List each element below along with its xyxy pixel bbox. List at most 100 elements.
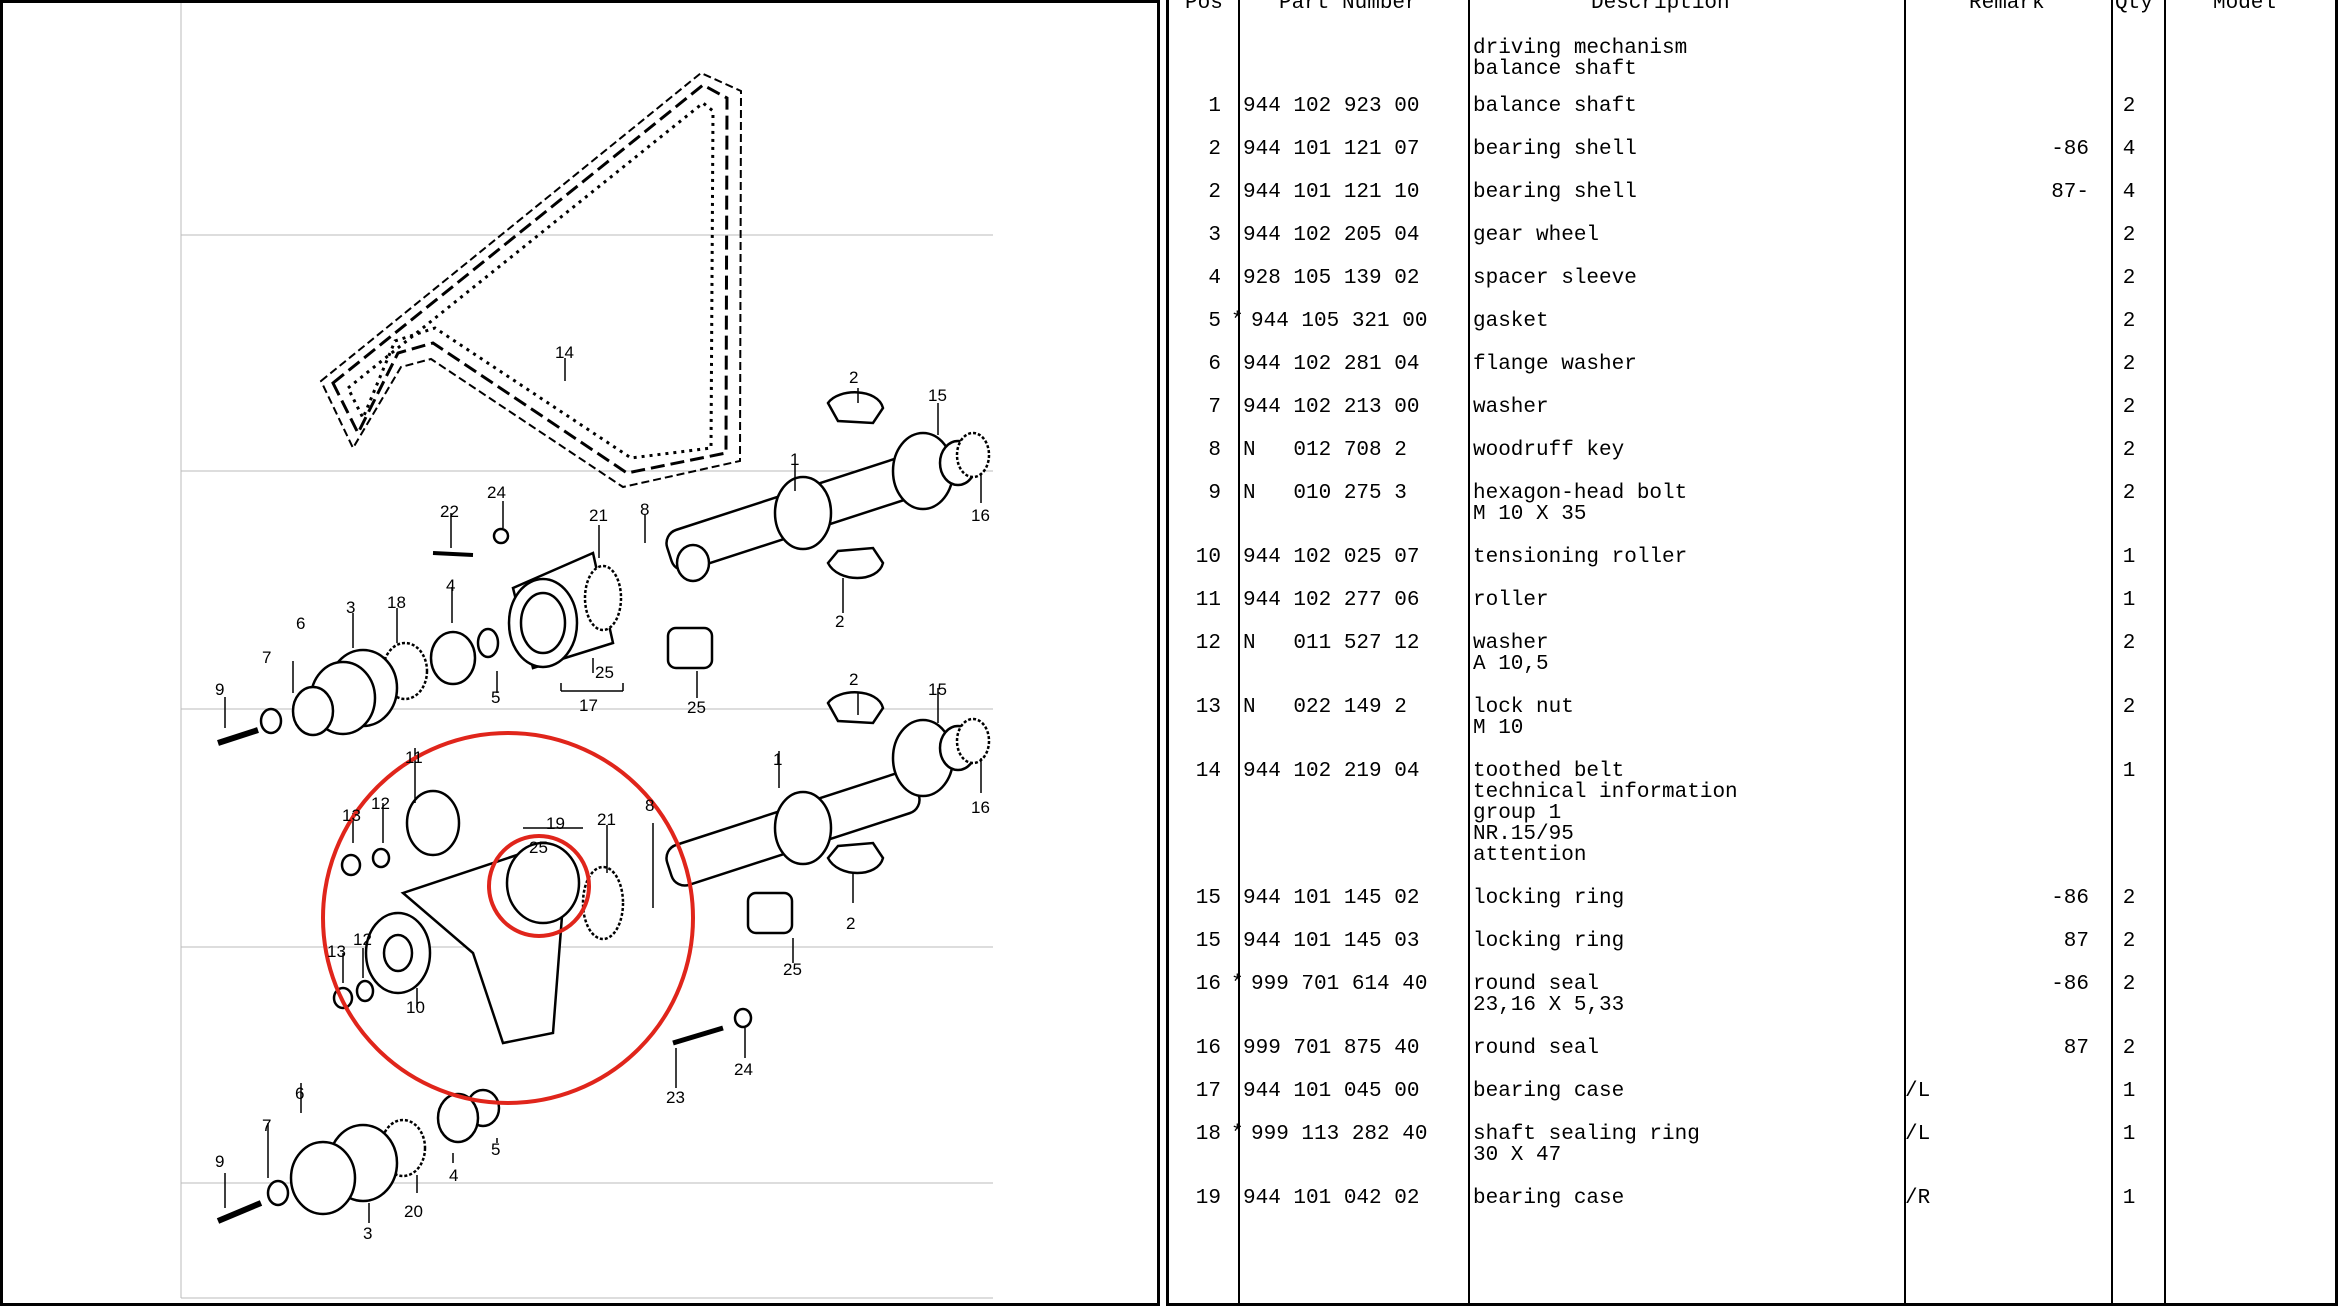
- cell-description: bearing shell: [1473, 181, 1637, 204]
- callout-20: 20: [404, 1202, 423, 1221]
- part-number-text: 944 101 042 02: [1243, 1187, 1420, 1210]
- cell-remark: -86: [1897, 888, 2103, 931]
- cell-part-number: 944 102 213 00: [1235, 397, 1463, 440]
- table-row: driving mechanism balance shaft: [1169, 38, 2335, 96]
- cell-remark: [1897, 590, 2103, 633]
- cell-description: shaft sealing ring 30 X 47: [1473, 1123, 1700, 1167]
- cell-part-number: N 010 275 3: [1235, 483, 1463, 547]
- cell-model: [2155, 38, 2335, 96]
- cell-model: [2155, 397, 2335, 440]
- cell-description: flange washer: [1473, 353, 1637, 376]
- parts-list-panel: Pos Part Number Description Remark Qty M…: [1166, 0, 2338, 1306]
- cell-description: toothed belt technical information group…: [1473, 760, 1738, 867]
- remark-model-year: -86: [2051, 887, 2089, 910]
- header-description: Description: [1591, 0, 1730, 15]
- callout-9: 9: [215, 1152, 224, 1171]
- cell-remark: [1897, 96, 2103, 139]
- column-rules: [1169, 0, 2335, 1303]
- cell-pos: 14: [1195, 760, 1221, 783]
- callout-1: 1: [773, 750, 782, 769]
- cell-part-number: N 022 149 2: [1235, 697, 1463, 761]
- part-number-text: 944 102 219 04: [1243, 760, 1420, 783]
- table-row: 14 944 102 219 04 toothed belt technical i…: [1169, 761, 2335, 888]
- part-number-text: 944 102 213 00: [1243, 396, 1420, 419]
- header-remark: Remark: [1969, 0, 2045, 15]
- callout-4: 4: [446, 576, 455, 595]
- part-number-text: N 022 149 2: [1243, 696, 1407, 719]
- callout-21: 21: [597, 810, 616, 829]
- cell-description: woodruff key: [1473, 439, 1625, 462]
- cell-part-number: N 012 708 2: [1235, 440, 1463, 483]
- callout-13: 13: [342, 806, 361, 825]
- cell-qty: 2: [2122, 973, 2136, 996]
- cell-part-number: 999 701 875 40: [1235, 1038, 1463, 1081]
- cell-description: washer A 10,5: [1473, 632, 1549, 676]
- cell-qty: 2: [2122, 353, 2136, 376]
- callout-14: 14: [555, 343, 574, 362]
- cell-description: bearing shell: [1473, 138, 1637, 161]
- cell-remark: -86: [1897, 139, 2103, 182]
- cell-pos: 18: [1195, 1123, 1221, 1146]
- cell-qty: 1: [2122, 546, 2136, 569]
- cell-part-number: [1235, 38, 1463, 96]
- callout-23: 23: [666, 1088, 685, 1107]
- exploded-view-diagram: 14 2 15 1 16 22 24 21 8 4 3 18 6 7 9 5 2…: [180, 3, 993, 1299]
- cell-description: tensioning roller: [1473, 546, 1688, 569]
- cell-description: driving mechanism balance shaft: [1473, 37, 1688, 81]
- callout-1: 1: [790, 450, 799, 469]
- part-number-text: N 012 708 2: [1243, 439, 1407, 462]
- cell-model: [2155, 139, 2335, 182]
- cell-pos: 10: [1195, 546, 1221, 569]
- part-number-text: 944 102 025 07: [1243, 546, 1420, 569]
- cell-remark: [1897, 697, 2103, 761]
- callout-13: 13: [327, 942, 346, 961]
- callout-7: 7: [262, 1116, 271, 1135]
- cell-model: [2155, 1081, 2335, 1124]
- part-number-text: 944 105 321 00: [1251, 310, 1428, 333]
- callout-7: 7: [262, 648, 271, 667]
- cell-qty: 2: [2122, 696, 2136, 719]
- callout-2: 2: [846, 914, 855, 933]
- header-pos: Pos: [1185, 0, 1223, 15]
- cell-description: bearing case: [1473, 1187, 1625, 1210]
- cell-part-number: 944 101 145 02: [1235, 888, 1463, 931]
- cell-model: [2155, 590, 2335, 633]
- callout-4: 4: [449, 1166, 458, 1185]
- callout-22: 22: [440, 502, 459, 521]
- callout-12: 12: [371, 794, 390, 813]
- cell-pos: 9: [1208, 482, 1221, 505]
- part-number-text: 944 101 145 03: [1243, 930, 1420, 953]
- callout-15: 15: [928, 386, 947, 405]
- cell-qty: 1: [2122, 1123, 2136, 1146]
- cell-part-number: *999 113 282 40: [1231, 1123, 1463, 1188]
- header-qty: Qty: [2115, 0, 2153, 15]
- cell-part-number: N 011 527 12: [1235, 633, 1463, 697]
- cell-model: [2155, 1188, 2335, 1231]
- callout-8: 8: [645, 796, 654, 815]
- callout-2: 2: [849, 670, 858, 689]
- cell-model: [2155, 931, 2335, 974]
- cell-pos: 1: [1208, 95, 1221, 118]
- cell-part-number: 944 102 923 00: [1235, 96, 1463, 139]
- cell-description: locking ring: [1473, 887, 1625, 910]
- cell-pos: 8: [1208, 439, 1221, 462]
- part-number-text: 999 113 282 40: [1251, 1123, 1428, 1146]
- remark-model-year: -86: [2051, 973, 2089, 996]
- cell-model: [2155, 354, 2335, 397]
- part-number-text: N 011 527 12: [1243, 632, 1420, 655]
- part-number-text: N 010 275 3: [1243, 482, 1407, 505]
- cell-model: [2155, 483, 2335, 547]
- cell-part-number: 944 102 281 04: [1235, 354, 1463, 397]
- remark-side: /L: [1905, 1123, 1931, 1146]
- cell-pos: 6: [1208, 353, 1221, 376]
- remark-side: /L: [1905, 1080, 1931, 1103]
- cell-part-number: 944 102 025 07: [1235, 547, 1463, 590]
